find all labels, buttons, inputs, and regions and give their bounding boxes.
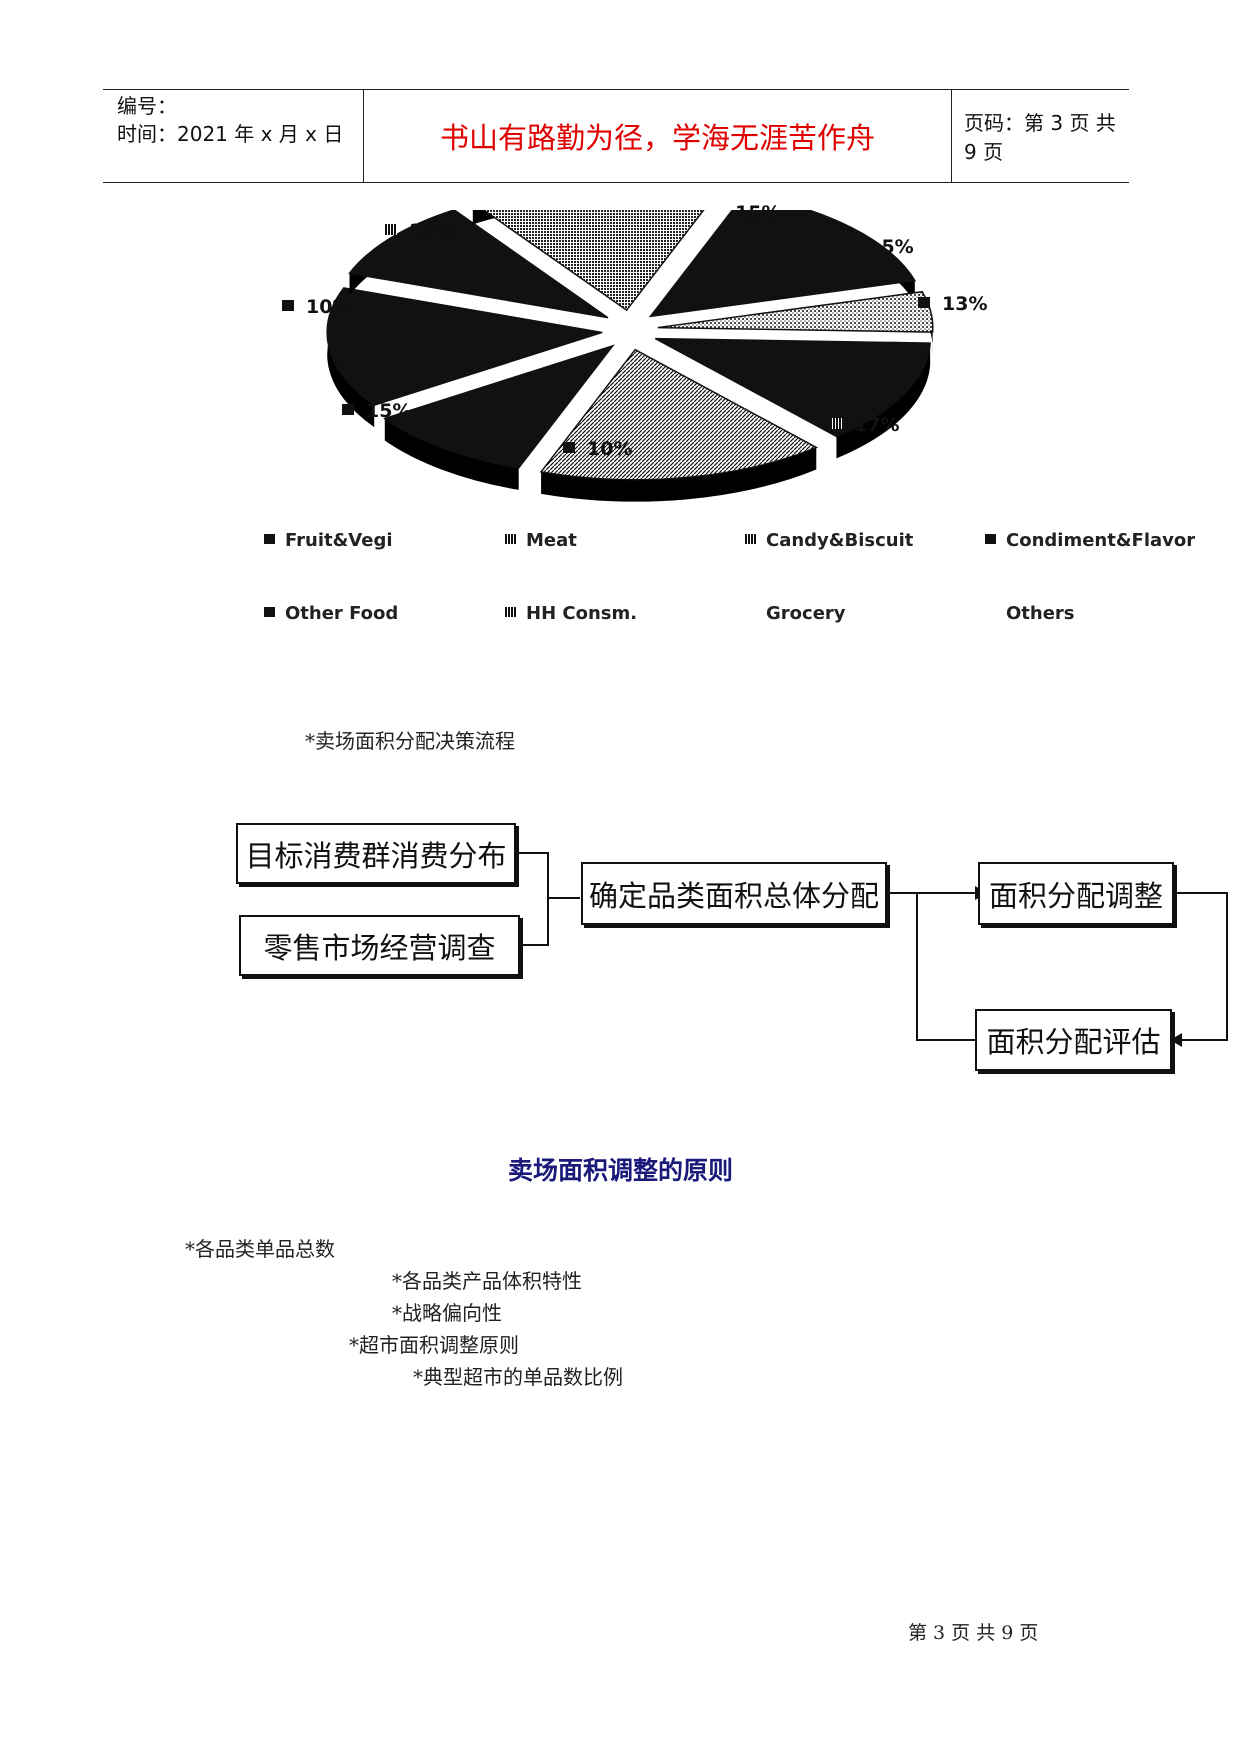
flow-box-area-adjustment: 面积分配调整 (978, 862, 1174, 925)
header-motto: 书山有路勤为径，学海无涯苦作舟 (439, 121, 875, 155)
flow-box-target-consumers: 目标消费群消费分布 (236, 823, 516, 884)
pie-slice-side (836, 343, 931, 459)
legend-item: Grocery (766, 603, 846, 624)
pie-slice-side (541, 447, 817, 502)
page-footer: 第 3 页 共 9 页 (908, 1622, 1039, 1644)
principle-item: *超市面积调整原则 (349, 1333, 519, 1357)
flowchart-connectors (517, 852, 1228, 1047)
pie-chart: 15% 15% ...5% 13% 17% 10% 15% 10% Fruit&… (250, 202, 1230, 630)
principle-item: *战略偏向性 (392, 1301, 502, 1325)
page-header: 编号： 时间：2021 年 x 月 x 日 书山有路勤为径，学海无涯苦作舟 页码… (103, 89, 1129, 183)
pie-slice (657, 290, 934, 333)
legend-item: Fruit&Vegi (264, 530, 393, 551)
doc-time-label: 时间：2021 年 x 月 x 日 (117, 122, 344, 146)
legend-item: Candy&Biscuit (745, 530, 913, 551)
header-divider (951, 90, 952, 182)
pie-slice (482, 210, 705, 312)
flow-box-area-evaluation: 面积分配评估 (975, 1009, 1172, 1071)
pie-slice-side (384, 418, 519, 490)
data-label: 15% (342, 400, 411, 422)
pie-slice (326, 287, 603, 406)
flow-box-category-allocation: 确定品类面积总体分配 (581, 862, 887, 925)
header-divider (363, 90, 364, 182)
data-label: 10% (563, 438, 632, 460)
data-label: 15% (385, 220, 454, 242)
section-heading: 卖场面积调整的原则 (507, 1156, 733, 1185)
doc-number-label: 编号： (117, 94, 177, 118)
pie-slice (539, 348, 819, 481)
legend-item: Other Food (264, 603, 398, 624)
data-label: 10% (282, 296, 351, 318)
principle-item: *各品类单品总数 (185, 1237, 335, 1261)
header-page-label: 页码：第 3 页 共 9 页 (964, 111, 1116, 164)
data-label: ...5% (860, 236, 914, 258)
pie-slice (648, 210, 917, 318)
data-label: 15% (735, 202, 781, 224)
pie-chart-canvas (326, 210, 934, 502)
pie-slice (654, 337, 931, 438)
pie-slice-side (327, 287, 375, 428)
pie-slice (348, 210, 609, 319)
legend-item: Others (1006, 603, 1075, 624)
data-label: 13% (918, 293, 987, 315)
pie-slice (383, 344, 615, 469)
flow-box-market-survey: 零售市场经营调查 (239, 915, 520, 976)
legend-item: Condiment&Flavor (985, 530, 1195, 551)
principle-item: *典型超市的单品数比例 (413, 1365, 623, 1389)
data-label: 17% (830, 414, 899, 436)
flow-caption: *卖场面积分配决策流程 (305, 729, 515, 753)
header-meta: 编号： 时间：2021 年 x 月 x 日 (103, 90, 363, 182)
principle-item: *各品类产品体积特性 (392, 1269, 582, 1293)
legend-item: Meat (505, 530, 577, 551)
legend-item: HH Consm. (505, 603, 637, 624)
